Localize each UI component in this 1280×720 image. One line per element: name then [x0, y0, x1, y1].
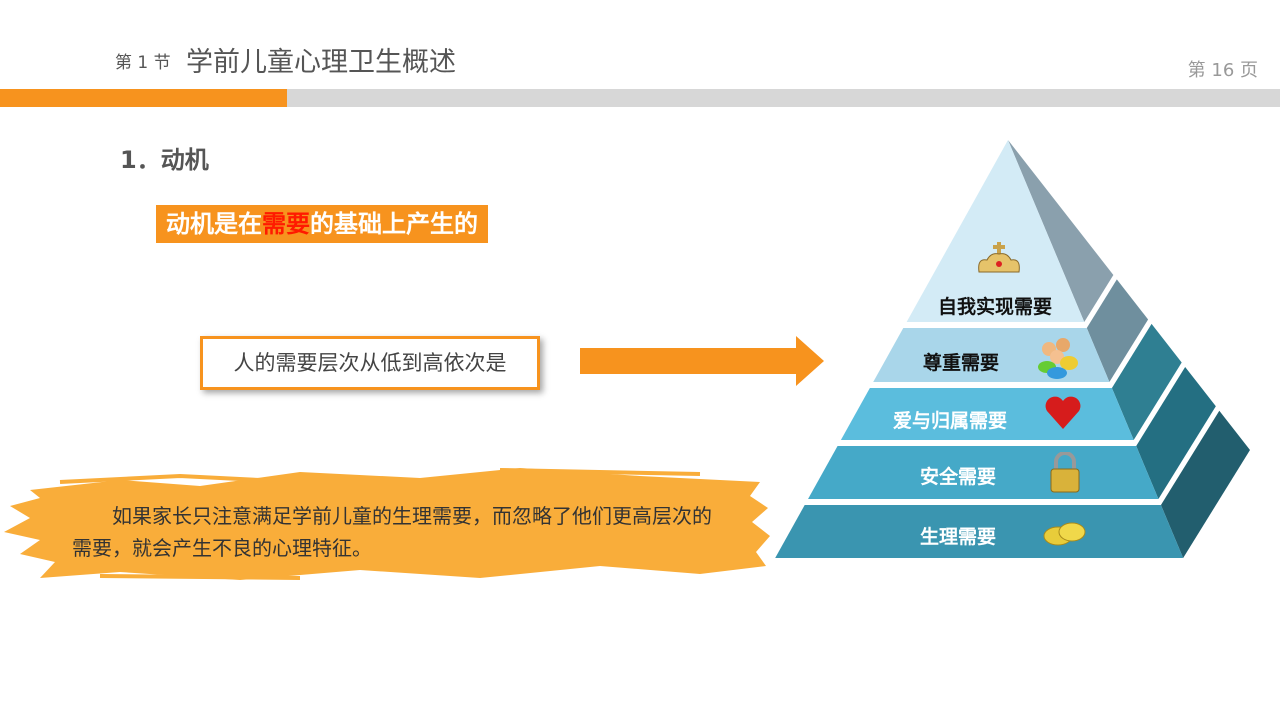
tag-text-end: 的基础上产生的: [310, 210, 478, 238]
pyramid-tier: [906, 140, 1085, 322]
pyramid-level-label: 自我实现需要: [938, 296, 1053, 318]
highlight-tag: 动机是在需要的基础上产生的: [156, 205, 488, 243]
arrow-right-icon: [580, 336, 824, 386]
pyramid-tier-side: [1136, 366, 1216, 499]
pyramid-tier: [775, 505, 1184, 558]
note-text: 如果家长只注意满足学前儿童的生理需要，而忽略了他们更高层次的需要，就会产生不良的…: [72, 504, 712, 560]
pyramid-tier-side: [1160, 410, 1250, 558]
pyramid-level-label: 尊重需要: [923, 352, 1000, 374]
heart-icon: [1045, 396, 1081, 429]
hierarchy-intro-box: 人的需要层次从低到高依次是: [200, 336, 540, 390]
header-divider: [0, 89, 1280, 107]
section-number: 第 1 节: [115, 53, 171, 73]
pyramid-tier-side: [1111, 323, 1182, 440]
header-accent-bar: [0, 89, 287, 107]
pyramid-tier-side: [1008, 140, 1114, 322]
people-icon: [1038, 338, 1078, 379]
pyramid-tier-side: [1086, 279, 1149, 382]
brush-stroke-banner: [4, 468, 770, 580]
section-heading: 1．动机: [120, 146, 209, 174]
page-number: 第 16 页: [1187, 60, 1258, 81]
page-title: 学前儿童心理卫生概述: [186, 47, 456, 78]
pyramid-level-label: 安全需要: [920, 466, 997, 488]
lock-icon: [1050, 452, 1080, 493]
pyramid-level-label: 生理需要: [920, 526, 997, 548]
tag-highlight: 需要: [262, 210, 310, 238]
pyramid-shape: [775, 140, 1250, 558]
pyramid-level-label: 爱与归属需要: [893, 410, 1008, 432]
coins-icon: [1043, 522, 1086, 546]
maslow-pyramid: 自我实现需要 尊重需要 爱与归属需要 安全需要 生理需要: [760, 130, 1260, 570]
crown-icon: [978, 242, 1020, 273]
tag-text: 动机是在: [166, 210, 262, 238]
